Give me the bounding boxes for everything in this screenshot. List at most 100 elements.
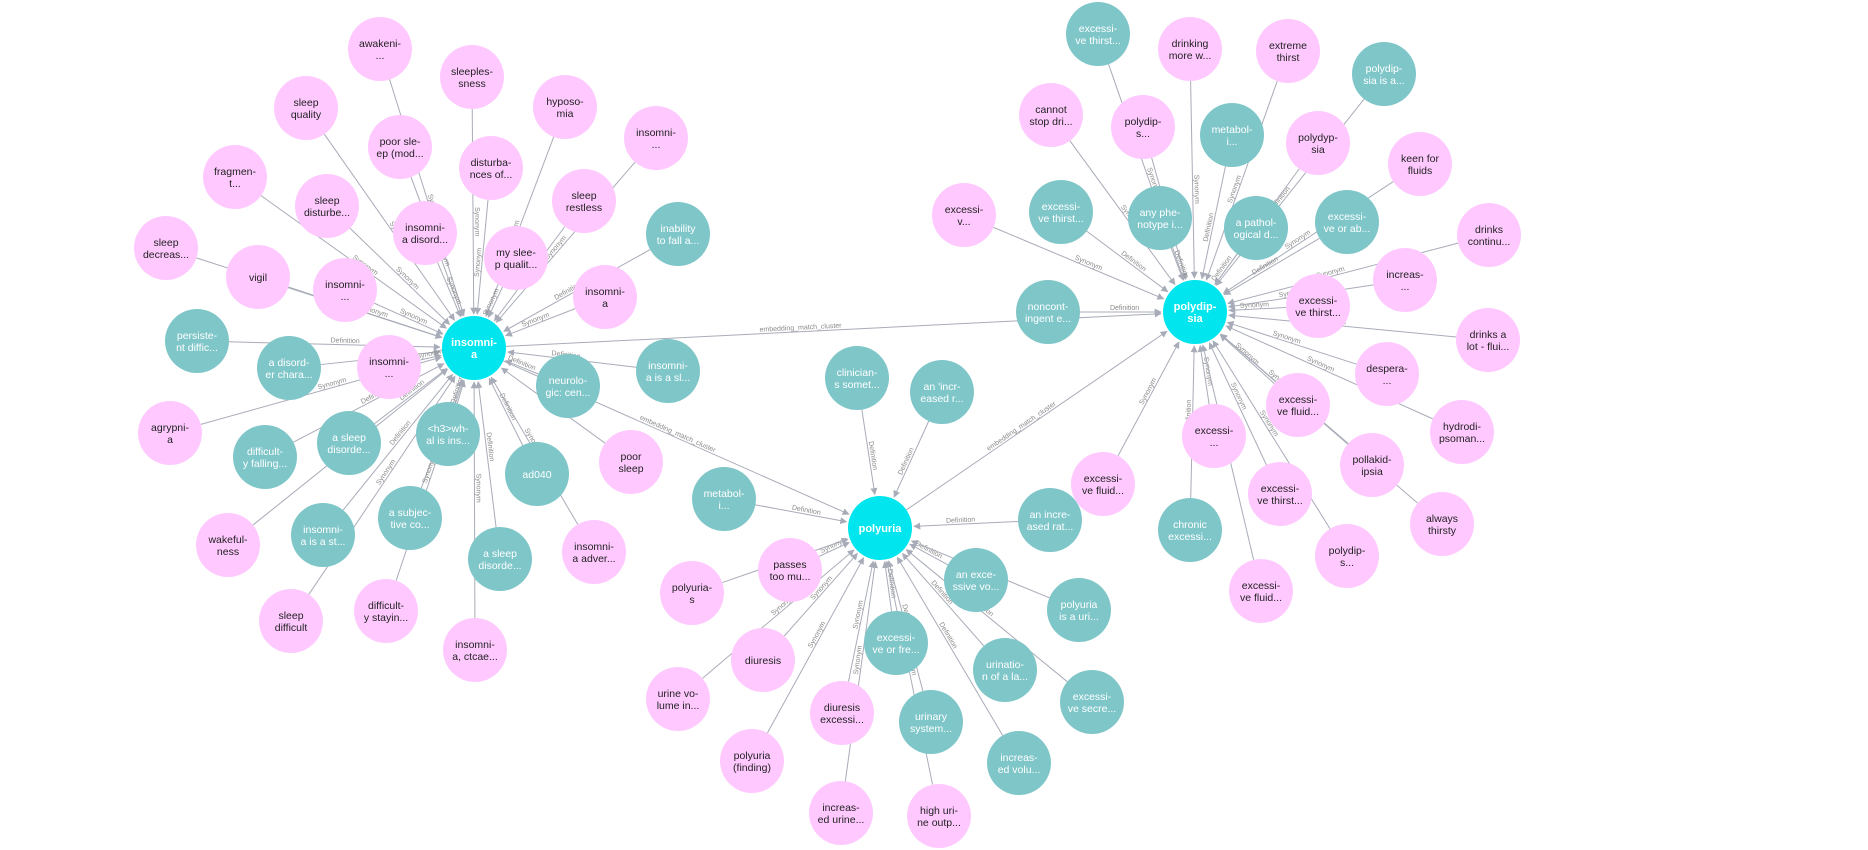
node-circle[interactable] [368,115,432,179]
node-circle[interactable] [348,17,412,81]
concept-node-p26[interactable]: chronicexcessi... [1158,498,1222,562]
term-node-i16[interactable]: insomni-... [313,258,377,322]
concept-node-u17[interactable]: increas-ed volu... [987,731,1051,795]
term-node-p30[interactable]: excessi-ve fluid... [1229,559,1293,623]
concept-node-p11[interactable]: excessi-ve thirst... [1029,180,1093,244]
term-node-i9[interactable]: fragmen-t... [203,145,267,209]
term-node-u18[interactable]: increas-ed urine... [809,781,873,845]
concept-node-i24[interactable]: difficult-y falling... [233,425,297,489]
term-node-i23[interactable]: agrypni-a [138,401,202,465]
node-circle[interactable] [226,245,290,309]
term-node-i36[interactable]: insomni-a, ctcae... [443,618,507,682]
concept-node-i31[interactable]: a subjec-tive co... [378,486,442,550]
hub-node-n_insomnia[interactable]: insomni-a [442,316,506,380]
node-circle[interactable] [138,401,202,465]
node-circle[interactable] [1456,308,1520,372]
term-node-i29[interactable]: wakeful-ness [196,513,260,577]
term-node-p23[interactable]: excessi-... [1182,404,1246,468]
node-circle[interactable] [692,467,756,531]
term-node-p24[interactable]: pollakid-ipsia [1340,433,1404,497]
node-circle[interactable] [1340,433,1404,497]
node-circle[interactable] [233,425,297,489]
node-circle[interactable] [533,75,597,139]
term-node-p15[interactable]: drinkscontinu... [1457,203,1521,267]
term-node-i10[interactable]: sleepdisturbe... [295,174,359,238]
node-circle[interactable] [987,731,1051,795]
term-node-p22[interactable]: hydrodi-psoman... [1430,400,1494,464]
node-circle[interactable] [536,354,600,418]
node-circle[interactable] [573,265,637,329]
node-circle[interactable] [1066,2,1130,66]
term-node-i33[interactable]: insomni-a adver... [562,520,626,584]
node-circle[interactable] [1018,488,1082,552]
term-node-i3[interactable]: hyposo-mia [533,75,597,139]
concept-node-u1[interactable]: clinician-s somet... [825,346,889,410]
term-node-p29[interactable]: polydip-s... [1315,524,1379,588]
term-node-p20[interactable]: despera-... [1355,342,1419,406]
concept-node-p7[interactable]: metabol-i... [1200,103,1264,167]
node-circle[interactable] [468,527,532,591]
term-node-i4[interactable]: insomni-... [624,106,688,170]
node-circle[interactable] [317,411,381,475]
node-circle[interactable] [357,335,421,399]
node-circle[interactable] [1128,186,1192,250]
concept-node-i18[interactable]: persiste-nt diffic... [165,309,229,373]
term-node-p27[interactable]: excessi-ve thirst... [1248,462,1312,526]
node-circle[interactable] [1200,103,1264,167]
node-circle[interactable] [203,145,267,209]
node-circle[interactable] [562,520,626,584]
node-circle[interactable] [416,402,480,466]
node-circle[interactable] [899,690,963,754]
node-circle[interactable] [1158,498,1222,562]
node-circle[interactable] [313,258,377,322]
node-circle[interactable] [758,538,822,602]
concept-node-i27[interactable]: ad040 [505,442,569,506]
node-circle[interactable] [134,216,198,280]
concept-node-p4[interactable]: polydip-sia is a... [1352,42,1416,106]
node-circle[interactable] [378,486,442,550]
node-circle[interactable] [1373,248,1437,312]
node-circle[interactable] [393,201,457,265]
term-node-i7[interactable]: disturba-nces of... [459,136,523,200]
term-node-i11[interactable]: insomni-a disord... [393,201,457,265]
hub-node-n_polyuria[interactable]: polyuria [848,496,912,560]
node-circle[interactable] [1315,524,1379,588]
node-circle[interactable] [809,781,873,845]
term-node-u12[interactable]: urine vo-lume in... [646,667,710,731]
node-circle[interactable] [165,309,229,373]
node-circle[interactable] [973,638,1037,702]
node-circle[interactable] [354,579,418,643]
node-circle[interactable] [1224,196,1288,260]
concept-node-i22[interactable]: insomni-a is a sl... [636,339,700,403]
node-circle[interactable] [910,360,974,424]
node-circle[interactable] [1060,670,1124,734]
term-node-p18[interactable]: excessi-ve thirst... [1286,274,1350,338]
term-node-i35[interactable]: difficult-y stayin... [354,579,418,643]
node-circle[interactable] [1229,559,1293,623]
term-node-i6[interactable]: poor sle-ep (mod... [368,115,432,179]
concept-node-u13[interactable]: excessi-ve secre... [1060,670,1124,734]
node-circle[interactable] [505,442,569,506]
term-node-p16[interactable]: increas-... [1373,248,1437,312]
concept-node-u2[interactable]: an 'incr-eased r... [910,360,974,424]
node-circle[interactable] [1352,42,1416,106]
term-node-i14[interactable]: sleepdecreas... [134,216,198,280]
node-circle[interactable] [1315,190,1379,254]
term-node-p8[interactable]: polydyp-sia [1286,111,1350,175]
node-circle[interactable] [624,106,688,170]
term-node-u10[interactable]: diuresis [731,628,795,692]
node-circle[interactable] [932,183,996,247]
term-node-u19[interactable]: high uri-ne outp... [907,784,971,848]
concept-node-i21[interactable]: neurolo-gic: cen... [536,354,600,418]
